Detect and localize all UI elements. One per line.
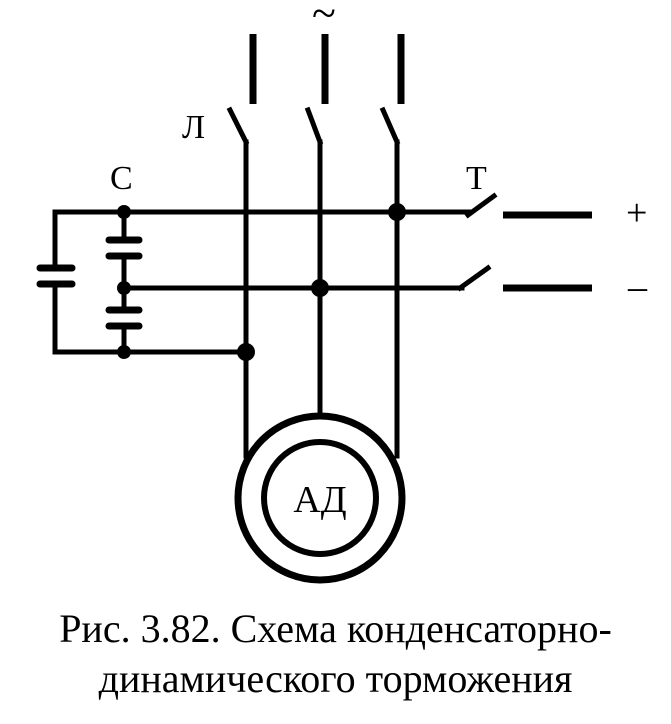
junction-nodes bbox=[117, 203, 406, 361]
capacitor-label: С bbox=[110, 160, 133, 197]
dc-contactor-switch bbox=[456, 192, 498, 292]
line-contactor-switch bbox=[226, 106, 401, 146]
line-switch-label: Л bbox=[182, 109, 205, 146]
dc-source-terminals bbox=[503, 211, 592, 292]
caption-line-1: Рис. 3.82. Схема конденсаторно- bbox=[59, 606, 612, 651]
caption-line-2: динамического торможения bbox=[98, 656, 573, 701]
dc-switch-label: Т bbox=[466, 160, 487, 197]
figure-caption: Рис. 3.82. Схема конденсаторно- динамиче… bbox=[0, 604, 671, 704]
plus-terminal-label: + bbox=[626, 192, 647, 234]
supply-phase-bars bbox=[249, 34, 405, 104]
minus-terminal-label: – bbox=[627, 266, 648, 308]
motor-label: АД bbox=[293, 479, 346, 521]
dc-bus-wires bbox=[52, 209, 473, 355]
ac-symbol-label: ~ bbox=[312, 0, 336, 38]
phase-wires bbox=[243, 139, 400, 459]
induction-motor: АД bbox=[234, 412, 406, 584]
braking-circuit-diagram: ~ Л С Т + – bbox=[36, 0, 648, 584]
